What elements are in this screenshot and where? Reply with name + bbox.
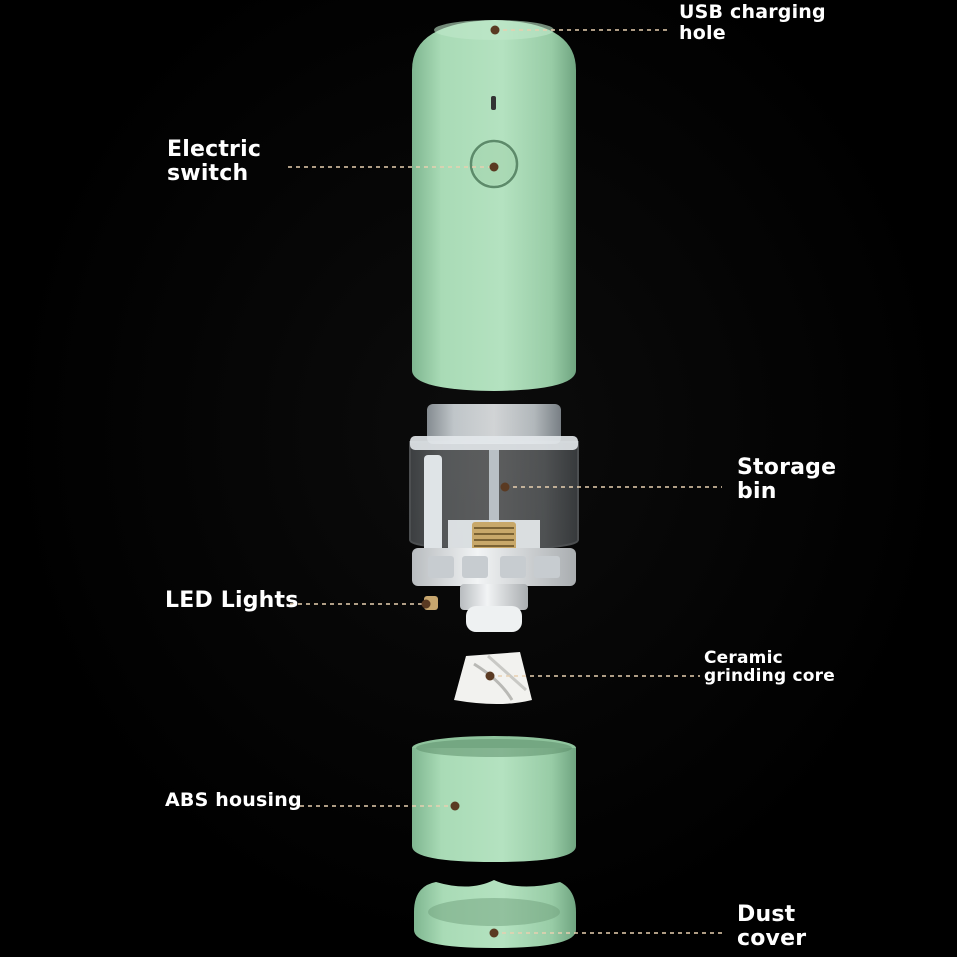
ceramic-core-label: Ceramic grinding core bbox=[704, 649, 835, 686]
dust-cover-label-line1: Dust bbox=[737, 902, 796, 927]
ceramic-core-label-line1: Ceramic bbox=[704, 648, 783, 668]
abs-housing-label-text: ABS housing bbox=[165, 789, 302, 811]
main-body bbox=[412, 20, 576, 391]
dust-cover-label-line2: cover bbox=[737, 925, 807, 951]
storage-bin-label: Storage bin bbox=[737, 456, 836, 504]
storage-bin-label-line2: bin bbox=[737, 478, 777, 504]
abs-housing bbox=[412, 736, 576, 862]
leader-dots bbox=[421, 25, 510, 938]
ceramic-core-label-line2: grinding core bbox=[704, 666, 835, 687]
usb-charging-label-line2: hole bbox=[679, 21, 726, 44]
electric-switch-label-line1: Electric bbox=[167, 137, 262, 162]
led-lights-label-text: LED Lights bbox=[165, 588, 299, 613]
storage-bin-label-line1: Storage bbox=[737, 455, 837, 480]
usb-charging-label-line1: USB charging bbox=[679, 1, 826, 23]
led-lights-label: LED Lights bbox=[165, 589, 299, 613]
dust-cover-label: Dust cover bbox=[737, 903, 806, 951]
dust-cover bbox=[414, 880, 576, 948]
power-button-ring bbox=[469, 139, 519, 189]
electric-switch-label-line2: switch bbox=[167, 160, 249, 186]
storage-bin bbox=[409, 404, 579, 632]
leader-lines bbox=[288, 29, 722, 934]
electric-switch-label: Electric switch bbox=[167, 138, 261, 186]
abs-housing-label: ABS housing bbox=[165, 790, 302, 811]
indicator-light bbox=[491, 96, 496, 110]
usb-charging-label: USB charging hole bbox=[679, 2, 826, 43]
